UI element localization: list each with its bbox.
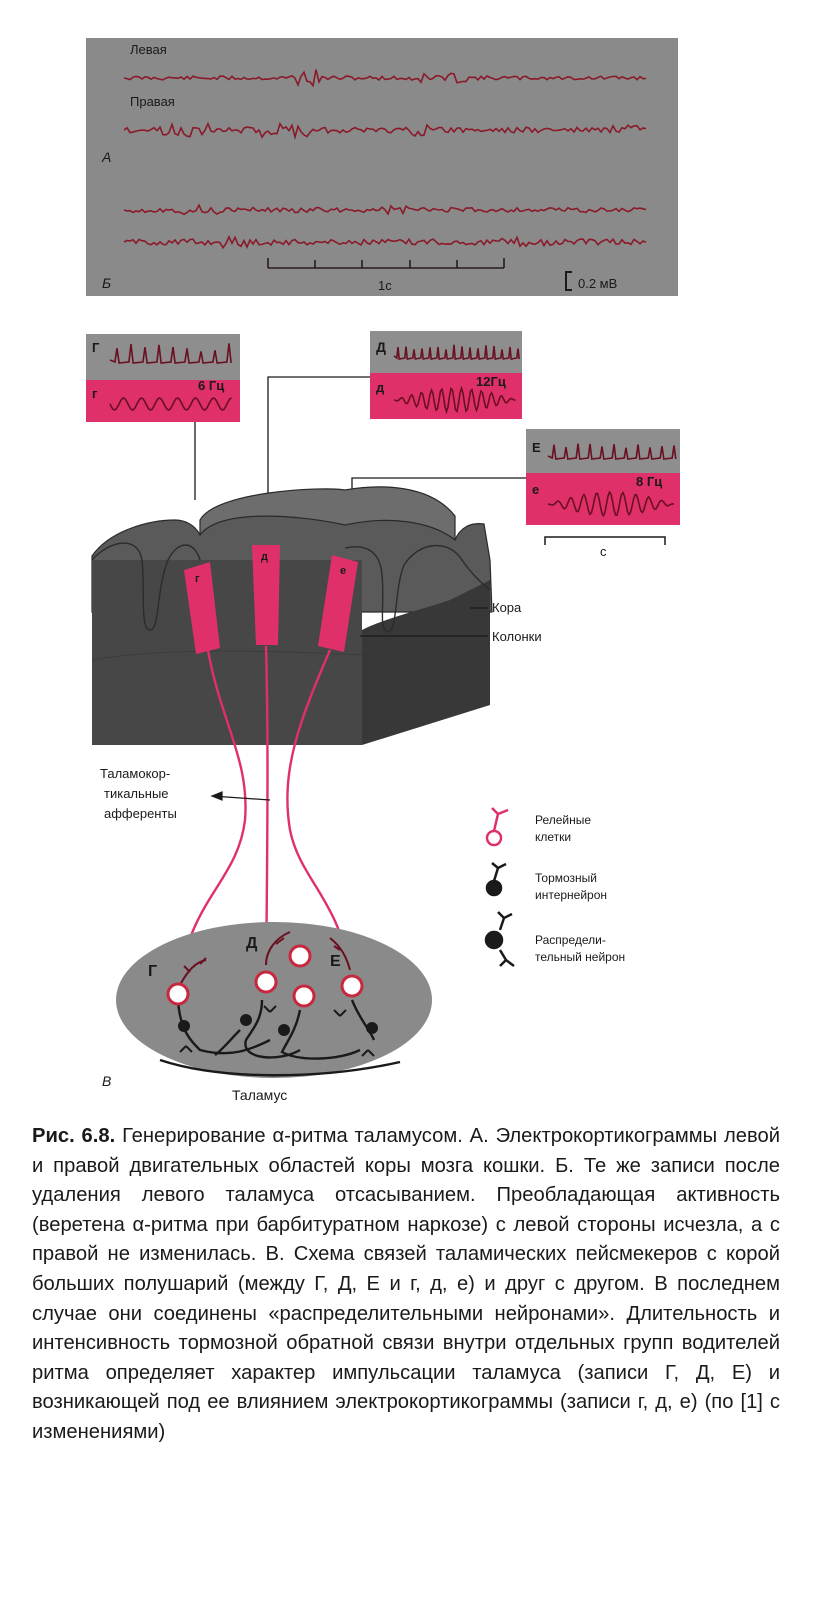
relay-cell-e <box>340 974 364 998</box>
inset-e-upper-label: Е <box>532 440 541 455</box>
amp-scale-bar <box>565 271 572 291</box>
caption-text: Генерирование α-ритма таламусом. А. Элек… <box>32 1125 780 1443</box>
inset-d: Д д 12Гц <box>370 331 522 419</box>
afferent-e <box>286 649 352 976</box>
cortex-front-main <box>92 560 362 745</box>
distribution-neuron-marks <box>179 1005 375 1057</box>
figure-caption: Рис. 6.8. Генерирование α-ритма таламусо… <box>32 1122 780 1448</box>
label-afferents-1: Таламокор- <box>100 766 170 781</box>
panel-ecog: Левая Правая А Б 1с 0.2 мВ <box>86 38 678 296</box>
relay-cell-d <box>254 970 278 994</box>
label-columns: Колонки <box>492 629 542 644</box>
label-right: Правая <box>130 94 175 109</box>
ecog-background <box>86 38 678 296</box>
trace-g-upper <box>109 343 232 364</box>
cortex-gyrus-left <box>91 542 201 631</box>
inset-d-upper-label: Д <box>376 339 386 355</box>
afferent-d <box>264 645 269 976</box>
time-scale-label: 1с <box>378 278 392 293</box>
legend-inhib-2: интернейрон <box>535 888 607 902</box>
trace-b-right <box>123 235 647 250</box>
column-g <box>184 562 220 654</box>
trace-b-left <box>123 203 647 216</box>
column-e-label: е <box>340 565 346 577</box>
label-thalamus: Таламус <box>232 1087 287 1103</box>
label-afferents-3: афференты <box>104 806 177 821</box>
afferents-pointer <box>210 791 271 801</box>
cortex-columns: г д е <box>184 545 358 654</box>
legend-inhib-1: Тормозный <box>535 871 597 885</box>
interneuron-4 <box>366 1022 378 1034</box>
thalamus-ellipse <box>116 922 432 1078</box>
legend-distr-icon <box>484 911 515 967</box>
caption-figure-label: Рис. 6.8. <box>32 1125 116 1147</box>
column-g-label: г <box>195 573 200 585</box>
trace-a-right <box>123 121 647 141</box>
cortex-block <box>91 486 493 745</box>
panel-letter-v: В <box>102 1073 111 1089</box>
trace-e-upper <box>547 443 677 460</box>
inset-e: Е е 8 Гц с <box>526 429 680 559</box>
afferent-g <box>178 649 247 981</box>
inset-e-freq: 8 Гц <box>636 474 662 489</box>
legend-relay-1: Релейные <box>535 813 591 827</box>
trace-d-upper <box>393 344 520 360</box>
interneuron-2 <box>240 1014 252 1026</box>
legend-relay-icon <box>485 807 509 847</box>
inset-e-scale-label: с <box>600 544 607 559</box>
trace-a-left <box>123 69 647 88</box>
legend-inhib-icon <box>485 862 507 897</box>
inset-d-freq: 12Гц <box>476 374 506 389</box>
panel-letter-b: Б <box>102 275 111 291</box>
inset-e-scale-bar <box>544 536 666 545</box>
inset-g-freq: 6 Гц <box>198 378 224 393</box>
cortex-gyrus-right <box>344 544 491 633</box>
thalamus-letter-g: Г <box>148 963 157 980</box>
column-d-label: д <box>261 551 268 563</box>
relay-cell-g <box>166 982 190 1006</box>
figure-6-8: Левая Правая А Б 1с 0.2 мВ Г г 6 Гц <box>86 38 680 1103</box>
relay-cell-d3 <box>292 984 316 1008</box>
trace-g-lower <box>109 397 232 411</box>
legend-distr-2: тельный нейрон <box>535 950 625 964</box>
thalamus-letter-d: Д <box>246 935 258 952</box>
label-left: Левая <box>130 42 167 57</box>
column-e <box>318 555 358 652</box>
trace-e-lower <box>547 490 675 518</box>
time-scale-bar <box>267 258 505 269</box>
label-cortex: Кора <box>492 600 522 615</box>
panel-letter-a: А <box>101 149 111 165</box>
interneuron-1 <box>178 1020 190 1032</box>
amp-scale-label: 0.2 мВ <box>578 276 617 291</box>
label-afferents-2: тикальные <box>104 786 169 801</box>
cortex-label-lines <box>360 607 488 637</box>
thalamocortical-afferents <box>178 645 352 981</box>
inhibitory-interneurons <box>178 1014 378 1036</box>
inset-d-lower-label: д <box>376 380 385 395</box>
relay-cell-d2 <box>288 944 312 968</box>
column-d <box>252 545 280 645</box>
inset-e-lower-label: е <box>532 482 539 497</box>
inset-g: Г г 6 Гц <box>86 334 240 422</box>
interneuron-3 <box>278 1024 290 1036</box>
trace-d-lower <box>393 385 516 415</box>
legend-relay-2: клетки <box>535 830 571 844</box>
relay-dendrites <box>179 931 351 986</box>
thalamus-letter-e: Е <box>330 953 341 970</box>
inset-g-upper-label: Г <box>92 340 100 355</box>
cortex-lower-band <box>91 639 491 661</box>
legend: Релейные клетки Тормозный интернейрон Ра… <box>484 807 625 967</box>
inset-g-lower-label: г <box>92 386 98 401</box>
relay-cells <box>166 944 364 1008</box>
legend-distr-1: Распредели- <box>535 933 606 947</box>
